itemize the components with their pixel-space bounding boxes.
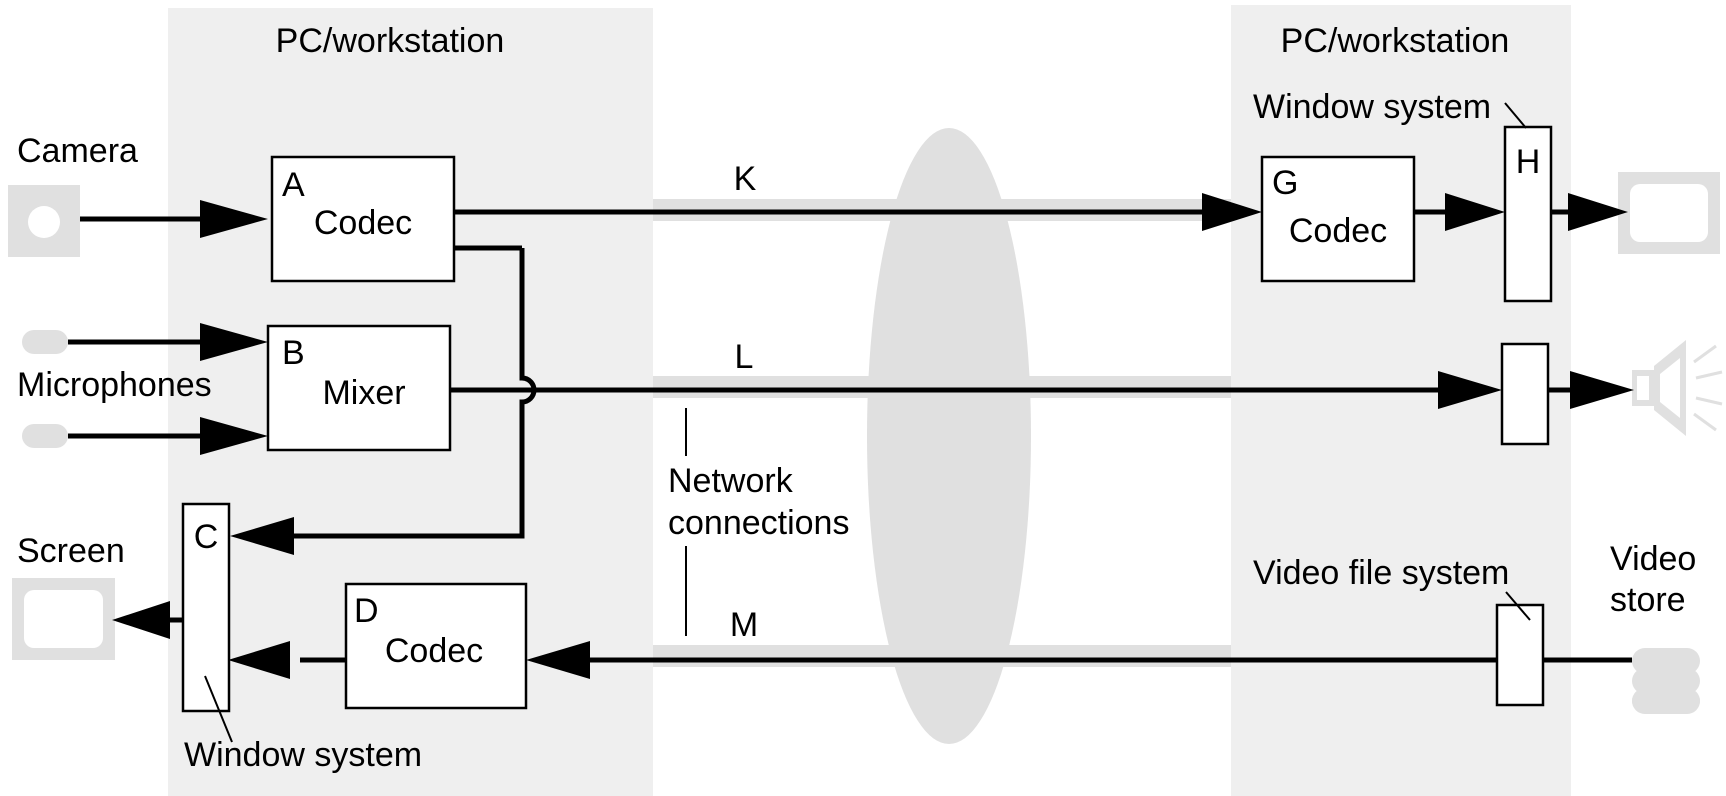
microphones-label: Microphones (17, 366, 212, 404)
video-store-label-line2: store (1610, 581, 1686, 619)
window-box-h: H (1503, 125, 1553, 303)
microphone-icon (22, 330, 68, 354)
network-connections-label-line1: Network (668, 462, 794, 500)
video-store-icon (1632, 648, 1700, 714)
mixer-box-b: B Mixer (266, 324, 452, 452)
network-cloud (867, 128, 1031, 744)
screen-icon (12, 578, 115, 660)
video-file-system-label: Video file system (1253, 554, 1509, 592)
video-store-label-line1: Video (1610, 540, 1696, 578)
right-panel-title: PC/workstation (1281, 22, 1510, 60)
codec-box-d: D Codec (344, 582, 528, 710)
video-file-system-pointer (1505, 591, 1531, 621)
window-system-right-pointer (1504, 102, 1527, 129)
box-b-letter: B (282, 334, 305, 372)
codec-box-a: A Codec (270, 155, 456, 283)
box-g-label: Codec (1289, 212, 1387, 250)
window-system-right-label: Window system (1253, 88, 1491, 126)
connection-l-label: L (735, 338, 754, 376)
monitor-icon (1618, 172, 1720, 254)
left-panel-title: PC/workstation (276, 22, 505, 60)
speaker-icon (1632, 340, 1723, 436)
window-system-left-label: Window system (184, 736, 422, 774)
screen-label: Screen (17, 532, 125, 570)
video-file-system-box (1495, 603, 1545, 707)
box-c-letter: C (194, 518, 219, 556)
box-d-label: Codec (385, 632, 483, 670)
box-a-letter: A (282, 166, 305, 204)
camera-label: Camera (17, 132, 138, 170)
network-connections-label-line2: connections (668, 504, 849, 542)
box-g-letter: G (1272, 164, 1298, 202)
window-system-left-pointer (204, 675, 233, 743)
box-b-label: Mixer (322, 374, 405, 412)
connection-k-label: K (734, 160, 757, 198)
box-d-letter: D (354, 592, 379, 630)
microphone-icon (22, 424, 68, 448)
box-h-letter: H (1516, 143, 1541, 181)
camera-icon (8, 185, 80, 257)
connection-m-label: M (730, 606, 758, 644)
box-a-label: Codec (314, 204, 412, 242)
codec-box-g: G Codec (1260, 155, 1416, 283)
arrowheads (112, 193, 1634, 679)
audio-output-box (1500, 342, 1550, 446)
